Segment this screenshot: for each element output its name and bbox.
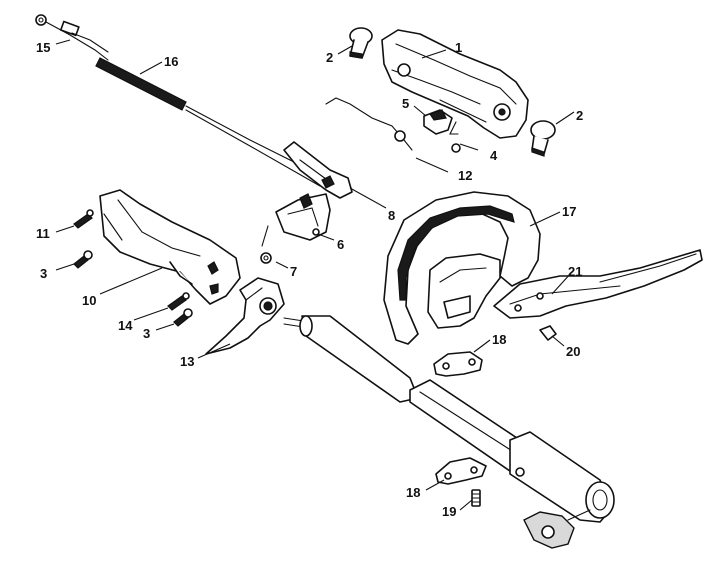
callout-5: 5: [402, 96, 409, 111]
callout-13: 13: [180, 354, 194, 369]
handle-housing-part-10: [99, 189, 241, 305]
callout-6: 6: [337, 237, 344, 252]
wire-part-12: [325, 97, 413, 151]
callout-15: 15: [36, 40, 50, 55]
handle-housing-part-1: [381, 29, 529, 139]
callout-3a: 3: [40, 266, 47, 281]
callout-2a: 2: [326, 50, 333, 65]
callout-20: 20: [566, 344, 580, 359]
guard-part-13: [205, 277, 285, 355]
knob: [523, 509, 591, 549]
callout-18a: 18: [492, 332, 506, 347]
callout-10: 10: [82, 293, 96, 308]
spring-part-7: [260, 225, 272, 264]
callout-8: 8: [388, 208, 395, 223]
callout-12: 12: [458, 168, 472, 183]
drive-tube: [283, 315, 615, 523]
throttle-cable-part-16: [35, 14, 349, 193]
loop-handle-part-17: [383, 191, 541, 345]
clamp-part-18a: [433, 351, 483, 377]
switch-part-5: [423, 109, 453, 135]
barrier-bar-part-21: [493, 249, 703, 319]
leader-lines: [55, 39, 575, 511]
switch-housing-part-6: [275, 193, 331, 241]
callout-14: 14: [118, 318, 133, 333]
callout-16: 16: [164, 54, 178, 69]
bolt-part-19: [471, 489, 481, 507]
callout-1: 1: [455, 40, 462, 55]
clamp-part-2a: [349, 27, 373, 59]
screw-part-11: [73, 209, 94, 229]
screw-part-14: [167, 292, 190, 311]
callout-11: 11: [36, 226, 50, 241]
throttle-trigger-part-8: [283, 141, 353, 199]
callout-18b: 18: [406, 485, 420, 500]
clamp-part-2b: [530, 120, 556, 157]
clamp-part-18b: [435, 457, 487, 485]
screw-part-3a: [73, 250, 93, 269]
callout-2b: 2: [576, 108, 583, 123]
callout-21: 21: [568, 264, 582, 279]
clip-part-4: [449, 121, 461, 153]
callout-3b: 3: [143, 326, 150, 341]
callout-19: 19: [442, 504, 456, 519]
callout-17: 17: [562, 204, 576, 219]
callout-labels: 1 2 2 3 3 4 5 6 7 8 10 11 12 13 14 15 16…: [36, 40, 583, 519]
callout-4: 4: [490, 148, 498, 163]
screw-part-3b: [173, 308, 193, 327]
callout-7: 7: [290, 264, 297, 279]
